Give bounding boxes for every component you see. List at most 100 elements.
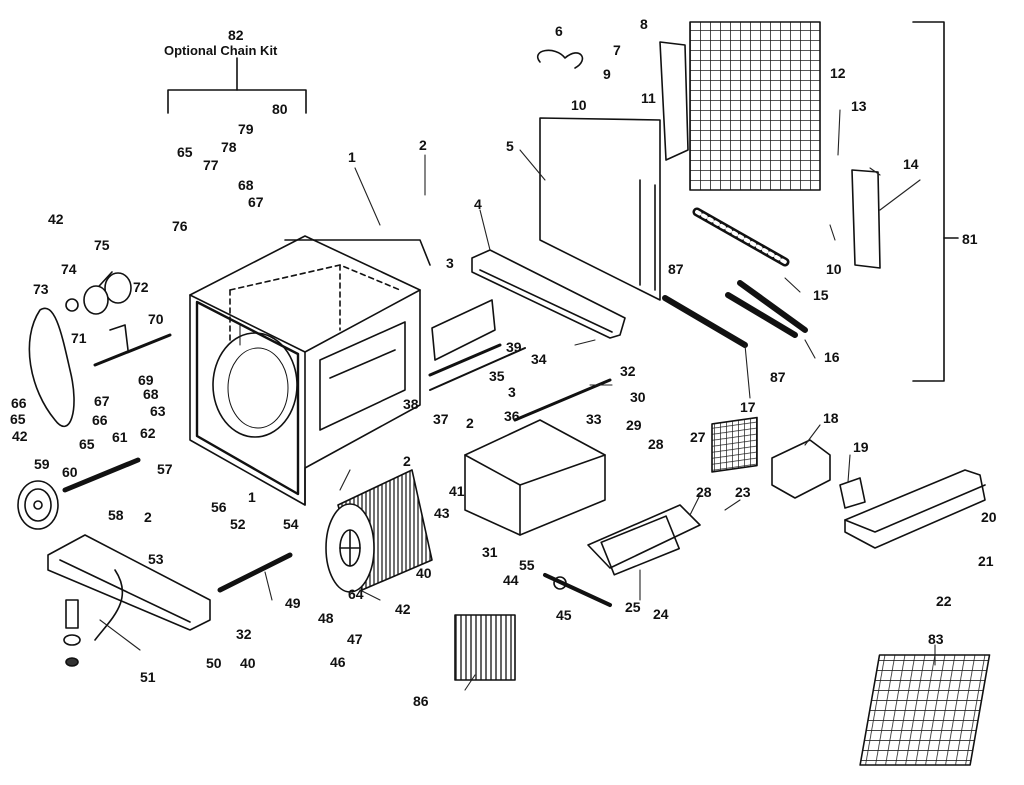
callout-22: 22 — [936, 593, 952, 609]
grille-frame — [587, 504, 701, 576]
callout-72: 72 — [133, 279, 149, 295]
rod-a — [737, 280, 808, 333]
side-panel — [539, 117, 661, 301]
callout-29: 29 — [626, 417, 642, 433]
callout-15: 15 — [813, 287, 829, 303]
callout-87: 87 — [668, 261, 684, 277]
callout-13: 13 — [851, 98, 867, 114]
callout-9: 9 — [603, 66, 611, 82]
callout-1: 1 — [348, 149, 356, 165]
callout-33: 33 — [586, 411, 602, 427]
callout-32: 32 — [620, 363, 636, 379]
callout-2: 2 — [419, 137, 427, 153]
callout-46: 46 — [330, 654, 346, 670]
callout-25: 25 — [625, 599, 641, 615]
callout-58: 58 — [108, 507, 124, 523]
callout-55: 55 — [519, 557, 535, 573]
pulley-59 — [17, 480, 59, 530]
filter-23 — [711, 416, 758, 473]
callout-3: 3 — [446, 255, 454, 271]
callout-21: 21 — [978, 553, 994, 569]
callout-36: 36 — [504, 408, 520, 424]
callout-16: 16 — [824, 349, 840, 365]
cooling-pad — [689, 21, 821, 191]
callout-8: 8 — [640, 16, 648, 32]
motor-75 — [83, 271, 132, 315]
callout-30: 30 — [630, 389, 646, 405]
callout-6: 6 — [555, 23, 563, 39]
callout-48: 48 — [318, 610, 334, 626]
pump-51 — [63, 599, 81, 667]
callout-18: 18 — [823, 410, 839, 426]
assembly-number: 81 — [962, 231, 978, 247]
callout-44: 44 — [503, 572, 519, 588]
callout-51: 51 — [140, 669, 156, 685]
callout-2: 2 — [144, 509, 152, 525]
callout-14: 14 — [903, 156, 919, 172]
callout-37: 37 — [433, 411, 449, 427]
callout-65: 65 — [177, 144, 193, 160]
callout-65: 65 — [10, 411, 26, 427]
callout-10: 10 — [826, 261, 842, 277]
kit-number: 82 — [228, 27, 244, 43]
callout-71: 71 — [71, 330, 87, 346]
callout-3: 3 — [508, 384, 516, 400]
shaft-49 — [217, 552, 293, 593]
callout-52: 52 — [230, 516, 246, 532]
part-18 — [771, 439, 831, 499]
callout-86: 86 — [413, 693, 429, 709]
callout-47: 47 — [347, 631, 363, 647]
callout-41: 41 — [449, 483, 465, 499]
callout-57: 57 — [157, 461, 173, 477]
callout-40: 40 — [416, 565, 432, 581]
callout-68: 68 — [143, 386, 159, 402]
callout-67: 67 — [94, 393, 110, 409]
callout-74: 74 — [61, 261, 77, 277]
callout-68: 68 — [238, 177, 254, 193]
rod-c — [662, 295, 748, 348]
callout-32: 32 — [236, 626, 252, 642]
callout-31: 31 — [482, 544, 498, 560]
callout-80: 80 — [272, 101, 288, 117]
callout-66: 66 — [11, 395, 27, 411]
bracket-39 — [431, 299, 496, 361]
callout-38: 38 — [403, 396, 419, 412]
callout-17: 17 — [740, 399, 756, 415]
callout-42: 42 — [12, 428, 28, 444]
callout-39: 39 — [506, 339, 522, 355]
callout-34: 34 — [531, 351, 547, 367]
callout-77: 77 — [203, 157, 219, 173]
callout-12: 12 — [830, 65, 846, 81]
callout-42: 42 — [48, 211, 64, 227]
callout-2: 2 — [466, 415, 474, 431]
switch-6 — [537, 49, 584, 69]
callout-50: 50 — [206, 655, 222, 671]
shaft-58 — [62, 457, 141, 493]
callout-64: 64 — [348, 586, 364, 602]
distributor-tube — [692, 207, 790, 267]
callout-65: 65 — [79, 436, 95, 452]
callout-23: 23 — [735, 484, 751, 500]
callout-54: 54 — [283, 516, 299, 532]
pad-frame-right — [851, 169, 881, 269]
callout-70: 70 — [148, 311, 164, 327]
part-19 — [839, 477, 866, 509]
callout-56: 56 — [211, 499, 227, 515]
callout-43: 43 — [434, 505, 450, 521]
callout-87: 87 — [770, 369, 786, 385]
pad-frame-left — [659, 41, 689, 161]
callout-63: 63 — [150, 403, 166, 419]
callout-67: 67 — [248, 194, 264, 210]
callout-60: 60 — [62, 464, 78, 480]
blower-wheel — [325, 469, 433, 593]
callout-28: 28 — [696, 484, 712, 500]
callout-2: 2 — [403, 453, 411, 469]
callout-10: 10 — [571, 97, 587, 113]
callout-75: 75 — [94, 237, 110, 253]
callout-27: 27 — [690, 429, 706, 445]
callout-20: 20 — [981, 509, 997, 525]
callout-5: 5 — [506, 138, 514, 154]
louver-83 — [859, 654, 991, 766]
